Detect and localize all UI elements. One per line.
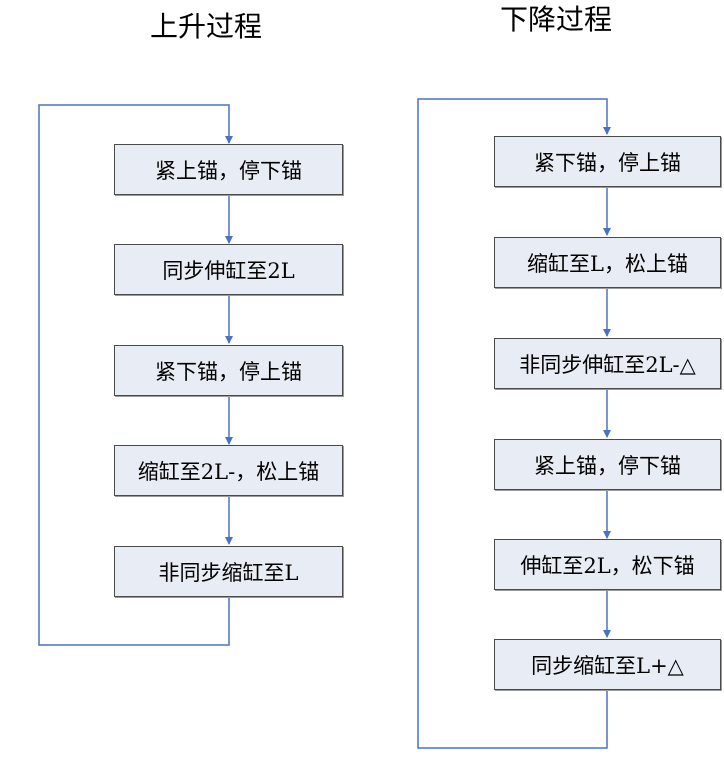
- descent-step-5: 伸缸至2L，松下锚: [494, 539, 721, 590]
- descent-title: 下降过程: [500, 3, 613, 36]
- descent-step-1: 紧下锚，停上锚: [494, 136, 721, 187]
- ascent-step-4: 缩缸至2L-，松上锚: [114, 445, 343, 496]
- descent-step-2: 缩缸至L，松上锚: [494, 237, 721, 288]
- ascent-title: 上升过程: [150, 10, 263, 43]
- ascent-loop-line: [38, 104, 233, 646]
- descent-step-3: 非同步伸缸至2L-△: [494, 338, 721, 389]
- ascent-step-3: 紧下锚，停上锚: [114, 345, 343, 396]
- ascent-step-1: 紧上锚，停下锚: [114, 144, 343, 195]
- descent-loop-line: [417, 98, 611, 749]
- descent-step-6: 同步缩缸至L+△: [494, 639, 721, 690]
- ascent-step-5: 非同步缩缸至L: [114, 546, 343, 597]
- ascent-step-2: 同步伸缸至2L: [114, 244, 343, 295]
- descent-step-4: 紧上锚，停下锚: [494, 439, 721, 490]
